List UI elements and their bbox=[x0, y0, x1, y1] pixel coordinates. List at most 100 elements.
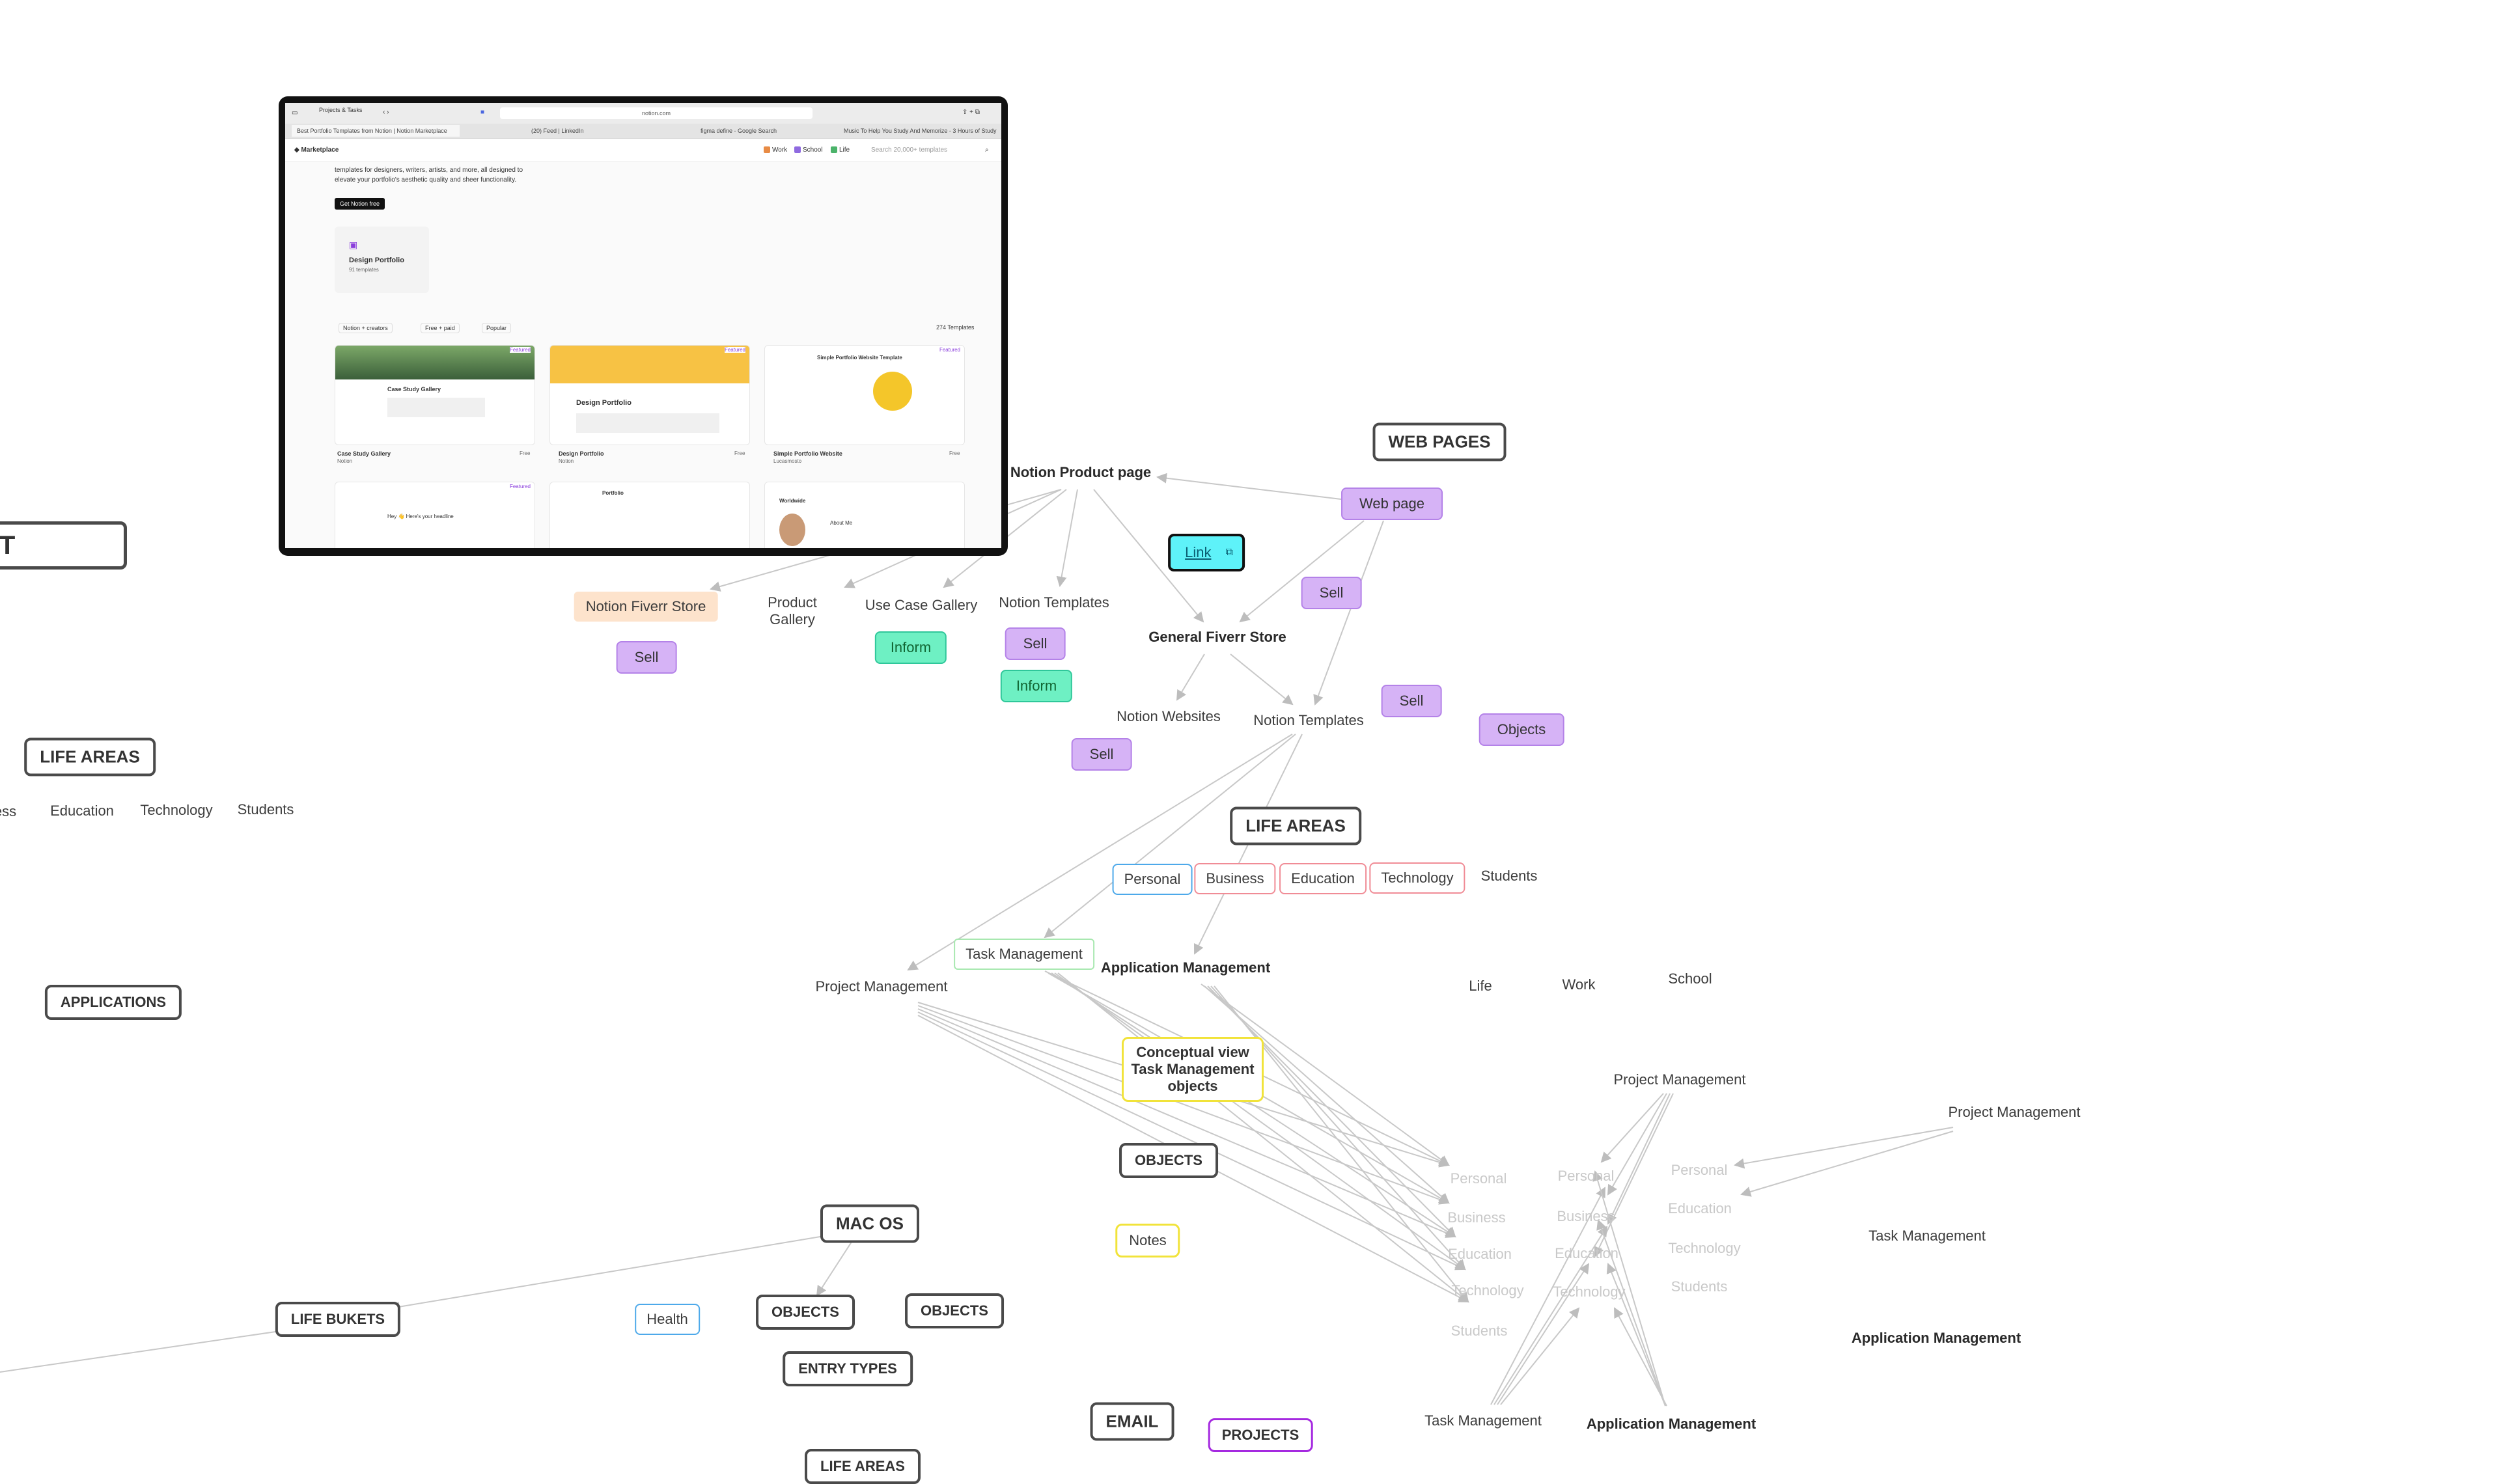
node-students[interactable]: Students bbox=[1480, 868, 1538, 884]
node-project-management[interactable]: Project Management bbox=[815, 978, 948, 995]
node-notion-templates[interactable]: Notion Templates bbox=[999, 594, 1109, 611]
node-project-management[interactable]: Project Management bbox=[1613, 1071, 1746, 1088]
nav-life[interactable]: Life bbox=[831, 146, 850, 154]
node-life-areas[interactable]: LIFE AREAS bbox=[24, 737, 156, 776]
node-life-areas[interactable]: LIFE AREAS bbox=[805, 1449, 921, 1484]
node-notion-templates[interactable]: Notion Templates bbox=[1253, 712, 1364, 728]
node-education[interactable]: Education bbox=[1279, 863, 1367, 894]
share-icon[interactable]: ⇪ + ⧉ bbox=[962, 109, 980, 116]
node-notion-fiverr-store[interactable]: Notion Fiverr Store bbox=[574, 592, 718, 622]
node-sell[interactable]: Sell bbox=[1071, 738, 1132, 771]
node-business[interactable]: Business bbox=[1194, 863, 1276, 894]
template-card[interactable]: Featured Hey 👋 Here's your headline bbox=[335, 482, 535, 548]
template-card[interactable]: Featured Simple Portfolio Website Templa… bbox=[764, 345, 965, 445]
filter-price[interactable]: Free + paid bbox=[421, 323, 460, 333]
node-education[interactable]: Education bbox=[1668, 1200, 1732, 1216]
node-objects[interactable]: OBJECTS bbox=[905, 1293, 1004, 1328]
back-icon[interactable]: ‹ › bbox=[383, 109, 389, 116]
tab-music[interactable]: Music To Help You Study And Memorize - 3… bbox=[844, 128, 997, 134]
node-personal[interactable]: Personal bbox=[1671, 1162, 1728, 1178]
node-entry-types[interactable]: ENTRY TYPES bbox=[783, 1351, 913, 1386]
node-personal[interactable]: Personal bbox=[1450, 1170, 1507, 1187]
node-use-case-gallery[interactable]: Use Case Gallery bbox=[865, 597, 978, 613]
tab-google[interactable]: figma define - Google Search bbox=[701, 128, 777, 134]
node-application-management[interactable]: Application Management bbox=[1100, 959, 1271, 976]
filter-creators[interactable]: Notion + creators bbox=[339, 323, 393, 333]
address-bar[interactable]: notion.com bbox=[500, 107, 812, 119]
node-applications[interactable]: APPLICATIONS bbox=[44, 985, 182, 1020]
node-objects[interactable]: Objects bbox=[1479, 713, 1564, 746]
node-email[interactable]: EMAIL bbox=[1090, 1402, 1174, 1441]
template-card[interactable]: Portfolio bbox=[549, 482, 750, 548]
node-application-management[interactable]: Application Management bbox=[1586, 1416, 1757, 1432]
template-card[interactable]: Worldwide About Me bbox=[764, 482, 965, 548]
category-card[interactable]: ▣ Design Portfolio 91 templates bbox=[335, 227, 429, 293]
node-sell[interactable]: Sell bbox=[1381, 685, 1442, 717]
node-application-management[interactable]: Application Management bbox=[1851, 1330, 2021, 1346]
node-conceptual-view[interactable]: Conceptual view Task Management objects bbox=[1122, 1037, 1264, 1102]
node-education[interactable]: Education bbox=[50, 803, 114, 819]
node-inform[interactable]: Inform bbox=[1000, 670, 1073, 702]
node-business-partial[interactable]: ess bbox=[0, 803, 17, 819]
node-objects[interactable]: OBJECTS bbox=[756, 1295, 855, 1330]
tab-linkedin[interactable]: (20) Feed | LinkedIn bbox=[531, 128, 584, 134]
nav-life-label: Life bbox=[839, 146, 850, 154]
nav-work[interactable]: Work bbox=[764, 146, 787, 154]
node-school[interactable]: School bbox=[1668, 970, 1712, 987]
card-author: Notion bbox=[559, 458, 574, 464]
node-general-fiverr-store[interactable]: General Fiverr Store bbox=[1148, 629, 1286, 645]
node-personal[interactable]: Personal bbox=[1112, 864, 1193, 895]
marketplace-brand[interactable]: ◆ Marketplace bbox=[294, 146, 339, 154]
node-technology[interactable]: Technology bbox=[1451, 1282, 1524, 1298]
node-task-management[interactable]: Task Management bbox=[1424, 1412, 1542, 1429]
nav-work-label: Work bbox=[772, 146, 788, 154]
node-task-management[interactable]: Task Management bbox=[954, 939, 1094, 970]
node-students[interactable]: Students bbox=[237, 801, 294, 818]
node-notion-product-page[interactable]: Notion Product page bbox=[1010, 464, 1152, 480]
node-sell[interactable]: Sell bbox=[1005, 627, 1066, 660]
template-card[interactable]: Featured Case Study Gallery bbox=[335, 345, 535, 445]
node-product-gallery[interactable]: Product Gallery bbox=[764, 593, 821, 629]
node-education[interactable]: Education bbox=[1555, 1245, 1618, 1261]
node-technology[interactable]: Technology bbox=[140, 802, 213, 818]
node-personal[interactable]: Personal bbox=[1557, 1168, 1615, 1184]
category-count: 91 templates bbox=[349, 267, 379, 273]
node-objects[interactable]: OBJECTS bbox=[1119, 1143, 1218, 1178]
portrait-photo bbox=[779, 514, 805, 546]
node-life-bukets[interactable]: LIFE BUKETS bbox=[275, 1302, 401, 1337]
screenshot-screen: ▭ Projects & Tasks ‹ › ■ notion.com ⇪ + … bbox=[285, 103, 1001, 548]
node-life[interactable]: Life bbox=[1469, 978, 1492, 994]
node-task-management[interactable]: Task Management bbox=[1868, 1228, 1986, 1244]
node-business[interactable]: Business bbox=[1447, 1209, 1506, 1226]
node-sell[interactable]: Sell bbox=[616, 641, 677, 674]
node-inform[interactable]: Inform bbox=[874, 631, 947, 664]
node-sell[interactable]: Sell bbox=[1301, 577, 1362, 609]
get-notion-free-button[interactable]: Get Notion free bbox=[335, 198, 385, 210]
node-web-pages[interactable]: WEB PAGES bbox=[1372, 422, 1507, 461]
node-health[interactable]: Health bbox=[635, 1304, 700, 1335]
node-technology[interactable]: Technology bbox=[1369, 862, 1465, 894]
node-life-areas[interactable]: LIFE AREAS bbox=[1230, 806, 1361, 845]
nav-school[interactable]: School bbox=[794, 146, 823, 154]
node-business[interactable]: Business bbox=[1557, 1208, 1615, 1224]
node-link[interactable]: Link ⧉ bbox=[1168, 534, 1245, 571]
node-technology[interactable]: Technology bbox=[1668, 1240, 1741, 1256]
node-students[interactable]: Students bbox=[1671, 1278, 1728, 1295]
tab-notion[interactable]: Best Portfolio Templates from Notion | N… bbox=[292, 125, 460, 137]
node-projects[interactable]: PROJECTS bbox=[1208, 1418, 1313, 1452]
node-mac-os[interactable]: MAC OS bbox=[820, 1204, 919, 1243]
node-work[interactable]: Work bbox=[1562, 976, 1596, 993]
node-notes[interactable]: Notes bbox=[1115, 1224, 1180, 1257]
node-web-page[interactable]: Web page bbox=[1341, 488, 1443, 520]
filter-sort[interactable]: Popular bbox=[482, 323, 512, 333]
node-technology[interactable]: Technology bbox=[1553, 1284, 1626, 1300]
node-education[interactable]: Education bbox=[1448, 1246, 1512, 1262]
category-title: Design Portfolio bbox=[349, 256, 404, 264]
template-card[interactable]: Featured Design Portfolio bbox=[549, 345, 750, 445]
node-students[interactable]: Students bbox=[1451, 1323, 1508, 1339]
node-notion-websites[interactable]: Notion Websites bbox=[1117, 708, 1221, 724]
template-search[interactable]: Search 20,000+ templates bbox=[871, 146, 948, 154]
card-headline: Hey 👋 Here's your headline bbox=[387, 514, 454, 519]
node-project-management[interactable]: Project Management bbox=[1948, 1104, 2081, 1120]
node-ut[interactable]: UT bbox=[0, 521, 127, 570]
